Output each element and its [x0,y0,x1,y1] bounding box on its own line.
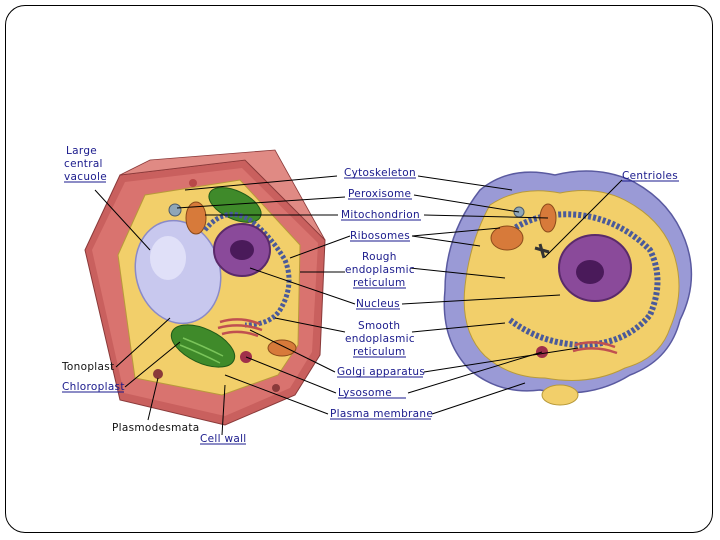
label-tonoplast: Tonoplast [61,361,114,373]
label-plasmodesmata: Plasmodesmata [112,422,200,434]
label-golgi: Golgi apparatus [337,366,425,378]
label-smooth-er-2: endoplasmic [345,333,415,345]
pointer-lines [94,175,623,436]
label-nucleus: Nucleus [356,298,400,310]
label-chloroplast: Chloroplast [62,381,125,393]
label-smooth-er-1: Smooth [358,320,400,332]
animal-centrioles [534,243,550,259]
plant-mitochondrion [185,201,207,235]
label-centrioles: Centrioles [622,170,678,182]
label-vacuole-1: Large [66,145,97,157]
label-rough-er-2: endoplasmic [345,264,415,276]
label-vacuole-2: central [64,158,103,170]
label-vacuole-3: vacuole [64,171,107,183]
label-mitochondrion: Mitochondrion [341,209,420,221]
label-lysosome: Lysosome [338,387,392,399]
plant-cell [84,149,326,426]
label-rough-er-3: reticulum [353,277,406,289]
label-ribosomes: Ribosomes [350,230,410,242]
labels: Large central vacuole Cytoskeleton Perox… [61,145,679,445]
label-smooth-er-3: reticulum [353,346,406,358]
label-cytoskeleton: Cytoskeleton [344,167,416,179]
label-plasma-membrane: Plasma membrane [330,408,433,420]
label-peroxisome: Peroxisome [348,188,411,200]
label-cell-wall: Cell wall [200,433,247,445]
animal-mitochondrion [490,225,524,251]
animal-cell [443,170,693,406]
label-rough-er-1: Rough [362,251,397,263]
plant-golgi [217,318,263,338]
